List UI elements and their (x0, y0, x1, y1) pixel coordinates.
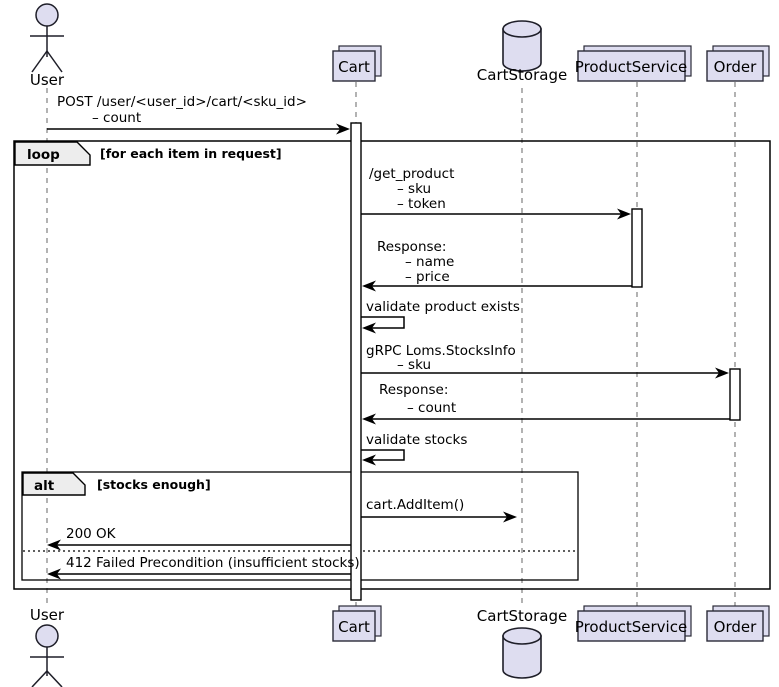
message-response-productservice-cart: Response: – name – price (362, 239, 632, 292)
database-body-icon (502, 28, 542, 72)
message-412-failed-precondition-cart-user: 412 Failed Precondition (insufficient st… (47, 555, 360, 580)
database-top-ellipse-icon (502, 627, 542, 645)
collections-front-layer (577, 50, 686, 82)
collections-front-layer (332, 610, 376, 642)
actor-left-leg-line (31, 670, 48, 687)
message-arrowhead (362, 280, 376, 292)
participant-label-cartstorage: CartStorage (477, 607, 567, 625)
actor-head-icon (35, 624, 59, 648)
message-get-product-cart-productservice: /get_product – sku – token (361, 166, 631, 220)
message-label-line: – sku (397, 181, 431, 197)
loop-frame-tab (14, 141, 91, 166)
message-line (361, 316, 405, 329)
participant-cartstorage-top[interactable]: CartStorage (477, 20, 567, 84)
alt-frame-tab-label: alt (34, 478, 55, 494)
message-label-line: – count (92, 110, 141, 126)
message-label-line: POST /user/<user_id>/cart/<sku_id> (57, 94, 307, 110)
message-arrowhead (715, 367, 729, 379)
participant-cartstorage-bottom[interactable]: CartStorage (477, 607, 567, 679)
message-arrowhead (362, 322, 376, 334)
collections-front-layer (706, 50, 764, 82)
message-grpc-stocksinfo-cart-order: gRPC Loms.StocksInfo – sku (361, 343, 729, 379)
actor-right-leg-line (46, 670, 63, 687)
loop-frame-guard: [for each item in request] (100, 146, 282, 161)
collections-front-layer (706, 610, 764, 642)
loop-frame-tab-label: loop (27, 147, 60, 163)
alt-frame-border (21, 471, 579, 581)
participant-cart-bottom[interactable]: Cart (332, 605, 382, 642)
message-arrowhead (362, 454, 376, 466)
message-add-item-cart-cartstorage: cart.AddItem() (361, 497, 517, 523)
message-validate-stocks-self: validate stocks (361, 432, 467, 466)
activation-bar-cart (350, 122, 362, 601)
message-line (361, 449, 405, 461)
participant-order-bottom[interactable]: Order (706, 605, 770, 642)
message-arrowhead (47, 568, 61, 580)
message-label-line: – token (397, 196, 446, 212)
message-arrowhead (336, 123, 350, 135)
message-arrowhead (362, 413, 376, 425)
message-arrowhead (503, 511, 517, 523)
message-label-line: 200 OK (66, 526, 117, 542)
participant-cart-top[interactable]: Cart (332, 45, 382, 82)
collections-front-layer (332, 50, 376, 82)
message-label-line: /get_product (369, 166, 454, 182)
participant-label-user: User (30, 71, 65, 89)
message-200-ok-cart-user: 200 OK (47, 526, 351, 551)
message-label-line: – name (405, 254, 454, 270)
participant-productservice-bottom[interactable]: ProductService (575, 605, 692, 642)
message-response-order-cart: Response: – count (362, 382, 730, 425)
message-label-line: – count (407, 400, 456, 416)
message-label-line: validate product exists (366, 299, 520, 315)
message-label-line: – price (405, 269, 450, 285)
participant-user-bottom[interactable]: User (30, 606, 65, 687)
actor-right-leg-line (46, 50, 63, 73)
database-body-icon (502, 635, 542, 679)
participant-label-cart: Cart (338, 58, 370, 76)
message-label-line: Response: (379, 382, 448, 398)
message-label-line: cart.AddItem() (366, 497, 464, 513)
collections-front-layer (577, 610, 686, 642)
message-label-line: validate stocks (366, 432, 467, 448)
message-label-line: – sku (397, 357, 431, 373)
participant-label-order: Order (714, 618, 757, 636)
activation-bar-productservice (631, 208, 643, 288)
message-label-line: gRPC Loms.StocksInfo (366, 343, 516, 359)
loop-frame: loop [for each item in request] (13, 140, 771, 590)
participant-productservice-top[interactable]: ProductService (575, 45, 692, 82)
participant-label-cart: Cart (338, 618, 370, 636)
alt-frame-tab (22, 472, 86, 496)
actor-left-leg-line (31, 50, 48, 73)
alt-frame: alt [stocks enough] (21, 471, 579, 581)
participant-label-user: User (30, 606, 65, 624)
activation-bars-group (350, 122, 741, 601)
message-label-line: 412 Failed Precondition (insufficient st… (66, 555, 360, 571)
database-top-ellipse-icon (502, 20, 542, 38)
participant-user-top[interactable]: User (30, 3, 65, 89)
participant-label-productservice: ProductService (575, 58, 687, 76)
activation-bar-order (729, 368, 741, 421)
message-arrowhead (617, 208, 631, 220)
loop-frame-border (13, 140, 771, 590)
message-arrowhead (47, 539, 61, 551)
message-validate-product-exists-self: validate product exists (361, 299, 520, 334)
message-label-line: Response: (377, 239, 446, 255)
participant-label-productservice: ProductService (575, 618, 687, 636)
actor-head-icon (35, 3, 59, 27)
message-post-user-cart: POST /user/<user_id>/cart/<sku_id> – cou… (47, 94, 350, 135)
participant-order-top[interactable]: Order (706, 45, 770, 82)
alt-frame-guard: [stocks enough] (97, 477, 211, 492)
participant-label-cartstorage: CartStorage (477, 66, 567, 84)
participant-label-order: Order (714, 58, 757, 76)
